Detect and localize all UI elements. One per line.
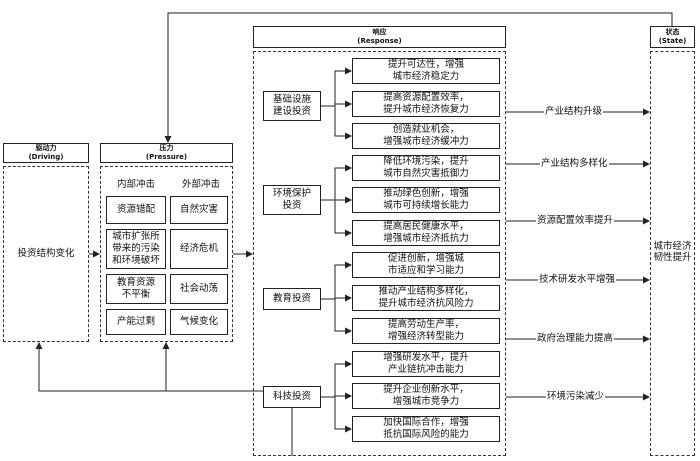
effect-box: 降低环境污染，提升 城市自然灾害抵御力 [352, 155, 500, 181]
effect-box: 加快国际合作，增强 抵抗国际风险的能力 [352, 416, 500, 442]
investment-education: 教育投资 [263, 288, 321, 310]
investment-to-effect-arrow [334, 294, 352, 302]
investment-to-effect-arrow [334, 67, 352, 106]
pressure-group [100, 166, 233, 342]
effect-box: 创造就业机会， 增强城市经济缓冲力 [352, 123, 500, 149]
investment-infrastructure: 基础设施 建设投资 [263, 91, 321, 121]
driving-item: 投资结构变化 [17, 248, 75, 260]
investment-to-effect-arrow [334, 392, 352, 400]
pressure-subtitle: (Pressure) [145, 153, 188, 161]
investment-technology: 科技投资 [263, 386, 321, 408]
investment-to-effect-arrow [334, 164, 352, 200]
pressure-title: 压力 [159, 143, 174, 152]
effect-box: 提高资源配置效率， 提升城市经济恢复力 [352, 91, 500, 117]
investment-to-effect-arrow [334, 100, 352, 108]
outcome-label: 产业结构多样化 [540, 158, 609, 170]
outcome-label: 政府治理能力提高 [536, 333, 615, 345]
external-shock-item: 社会动荡 [170, 274, 228, 304]
investment-to-effect-arrow [334, 106, 352, 140]
investment-to-effect-arrow [334, 360, 352, 397]
driving-subtitle: (Driving) [28, 153, 64, 161]
response-title: 响应 [372, 27, 387, 36]
state-title: 状态 [665, 27, 680, 36]
effect-box: 提高居民健康水平， 增强城市经济抵抗力 [352, 220, 500, 246]
investment-to-effect-arrow [334, 397, 352, 433]
state-to-pressure-feedback [164, 12, 673, 143]
driving-header: 驱动力(Driving) [3, 143, 89, 163]
outcome-label: 资源配置效率提升 [536, 215, 615, 227]
response-group [253, 51, 506, 456]
effect-box: 提升企业创新水平， 增强城市竞争力 [352, 383, 500, 409]
internal-shock-item: 教育资源 不平衡 [106, 274, 166, 304]
state-header: 状态(State) [650, 26, 695, 48]
effect-box: 增强研发水平，提升 产业链抗冲击能力 [352, 351, 500, 377]
external-shock-item: 经济危机 [170, 229, 228, 269]
internal-shock-item: 资源错配 [106, 196, 166, 224]
driving-title: 驱动力 [35, 143, 57, 152]
effect-box: 推动绿色创新，增强 城市可持续增长能力 [352, 187, 500, 213]
outcome-label: 产业结构升级 [544, 106, 604, 118]
external-shock-item: 气候变化 [170, 309, 228, 335]
effect-box: 提高劳动生产率， 增强经济转型能力 [352, 318, 500, 344]
outcome-label: 环境污染减少 [546, 391, 606, 403]
internal-shock-item: 产能过剩 [106, 309, 166, 335]
response-subtitle: (Response) [357, 37, 402, 45]
state-subtitle: (State) [658, 37, 687, 45]
external-shock-header: 外部冲击 [181, 179, 220, 191]
response-header: 响应(Response) [253, 26, 506, 48]
state-item: 城市经济 韧性提升 [653, 240, 692, 263]
investment-environment: 环境保护 投资 [263, 185, 321, 215]
investment-to-effect-arrow [334, 299, 352, 335]
effect-box: 促进创新，增强城 市适应和学习能力 [352, 252, 500, 278]
effect-box: 提升可达性，增强 城市经济稳定力 [352, 58, 500, 84]
outcome-label: 技术研发水平增强 [538, 274, 617, 286]
investment-to-effect-arrow [334, 261, 352, 299]
effect-box: 推动产业结构多样化， 提升城市经济抗风险力 [352, 285, 500, 311]
driving-group [3, 166, 89, 342]
internal-shock-header: 内部冲击 [116, 179, 155, 191]
internal-shock-item: 城市扩张所 带来的污染 和环境破坏 [106, 229, 166, 269]
state-group [650, 51, 695, 456]
external-shock-item: 自然灾害 [170, 196, 228, 224]
pressure-header: 压力(Pressure) [100, 143, 233, 163]
investment-to-effect-arrow [334, 200, 352, 237]
